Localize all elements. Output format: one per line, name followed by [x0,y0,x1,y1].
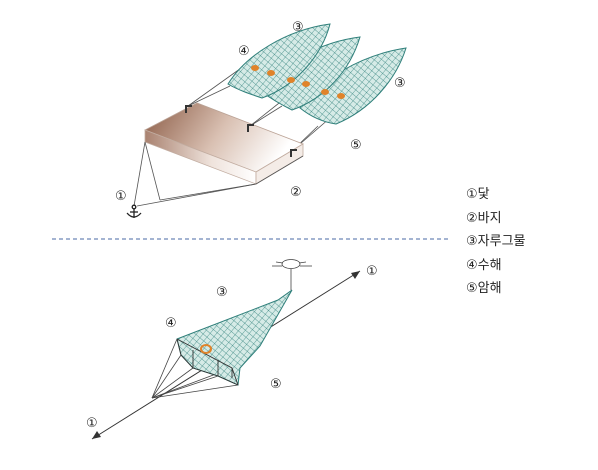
float-icon [287,77,295,83]
legend-item-bag-net: ③자루그물 [466,230,586,254]
net-frame [176,338,239,386]
bottom-bag-net [176,289,293,386]
float-icon [200,344,212,354]
marker-net-top-1: ③ [292,20,304,35]
float-icon [337,93,345,99]
bottom-illustration: ① ③ ④ ⑤ ① [86,259,378,440]
direction-arrow-icon [92,431,101,439]
sun-icon [272,259,312,290]
marker-direction-right: ① [366,264,378,279]
marker-anchor-top: ① [115,189,127,204]
marker-lower-wing-top: ⑤ [350,138,362,153]
bag-net-1 [227,23,331,99]
float-icon [251,65,259,71]
marker-barge: ② [290,185,302,200]
marker-net-bottom: ③ [216,285,228,300]
legend-marker: ② [466,210,478,226]
anchor-lines [133,141,304,207]
legend-label: 암해 [477,281,502,296]
legend-marker: ⑤ [466,281,478,296]
legend-marker: ③ [466,234,478,249]
legend-label: 닻 [477,187,490,202]
legend-label: 바지 [477,210,502,226]
floats [251,65,345,99]
marker-wing-top: ④ [238,44,250,59]
mooring-posts [185,105,297,157]
marker-lower-wing-bottom: ⑤ [270,377,282,392]
top-illustration: ③ ③ ④ ⑤ ② ① [115,20,407,218]
legend-marker: ④ [466,257,478,273]
barge [144,102,304,185]
legend-item-anchor: ①닻 [466,183,586,207]
legend-marker: ① [466,187,478,202]
marker-anchor-bottom: ① [86,416,98,431]
legend-item-lower-wing: ⑤암해 [466,277,586,301]
legend-label: 수해 [477,257,502,273]
legend-label: 자루그물 [477,234,526,249]
direction-arrow-icon [351,271,360,279]
marker-net-top-2: ③ [394,76,406,91]
float-icon [321,89,329,95]
legend: ①닻 ②바지 ③자루그물 ④수해 ⑤암해 [466,183,586,301]
anchor-icon [126,204,142,218]
legend-item-upper-wing: ④수해 [466,254,586,278]
float-icon [302,81,310,87]
legend-item-barge: ②바지 [466,207,586,231]
marker-wing-bottom: ④ [165,316,177,331]
float-icon [267,70,275,76]
